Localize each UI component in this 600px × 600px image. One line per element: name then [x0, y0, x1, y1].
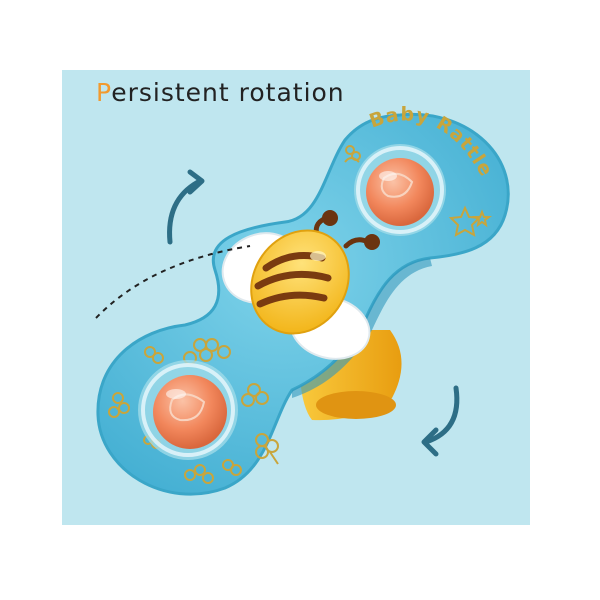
headline-rest: ersistent rotation — [111, 78, 345, 107]
bee-figure — [221, 210, 380, 360]
rattle-ball-top — [354, 144, 446, 236]
dashed-motion-line — [95, 245, 251, 319]
bee-doodle — [344, 157, 360, 163]
flower-icon — [222, 459, 242, 476]
headline-first-letter: P — [96, 78, 112, 107]
flower-icon — [108, 392, 130, 418]
star-icon — [472, 209, 492, 228]
flower-icon — [183, 338, 231, 365]
flower-icon — [184, 464, 214, 484]
rattle-ball-bottom — [138, 360, 238, 460]
clover-icon — [255, 433, 279, 465]
flower-icon — [144, 346, 164, 364]
rotate-arrow-icon — [421, 385, 460, 457]
rotate-arrow-icon — [167, 169, 205, 245]
headline: Persistent rotation — [96, 78, 345, 107]
body-print-decorations — [108, 145, 492, 484]
flower-icon — [241, 383, 269, 407]
